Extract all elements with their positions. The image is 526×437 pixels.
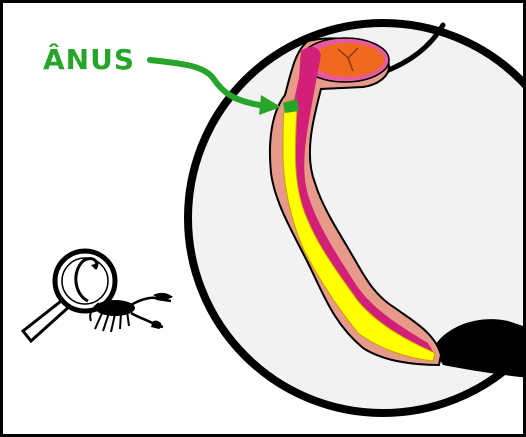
scorpion-under-magnifier-icon (23, 251, 173, 341)
anus-label: ÂNUS (43, 43, 135, 76)
